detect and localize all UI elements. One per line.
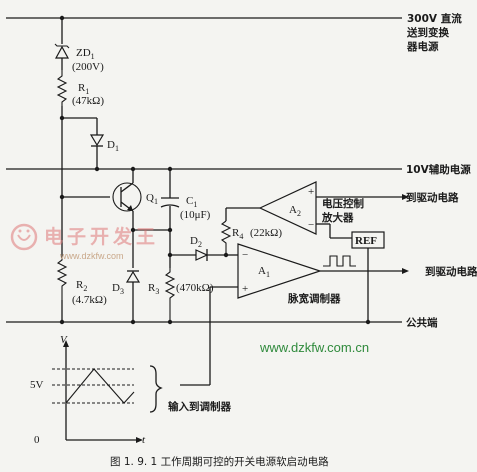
voltage-amp-label-line2: 放大器 — [321, 211, 354, 224]
svg-text:R1: R1 — [78, 82, 89, 96]
brace — [149, 365, 163, 413]
r2-label: R — [76, 279, 84, 291]
diode-d1 — [89, 118, 105, 169]
svg-text:+: + — [242, 283, 248, 295]
d2-label: D — [190, 235, 198, 247]
svg-text:R2: R2 — [76, 279, 87, 293]
svg-text:R4: R4 — [232, 227, 243, 241]
ref-label: REF — [355, 235, 377, 247]
rail-300v-label-line3: 器电源 — [406, 40, 439, 53]
resistor-r1 — [56, 70, 68, 106]
to-driver-label-2: 到驱动电路 — [425, 265, 477, 278]
d1-label: D — [107, 139, 115, 151]
svg-text:Q1: Q1 — [146, 192, 158, 206]
svg-text:A1: A1 — [258, 265, 270, 279]
resistor-r2 — [56, 255, 68, 300]
a1-label: A — [258, 265, 266, 277]
r3-value: (470kΩ) — [176, 282, 214, 294]
figure-caption: 图 1. 9. 1 工作周期可控的开关电源软启动电路 — [110, 455, 329, 468]
resistor-r4 — [220, 220, 232, 255]
opamp-a2: + − — [258, 181, 317, 235]
rail-300v-label-line1: 300V 直流 — [407, 12, 462, 25]
voltage-amp-label-line1: 电压控制 — [322, 197, 364, 210]
waveform-inset — [52, 340, 143, 443]
c1-value: (10μF) — [180, 209, 211, 221]
diode-d2 — [195, 249, 226, 261]
rail-300v-label-line2: 送到变换 — [406, 26, 449, 39]
svg-text:D3: D3 — [112, 282, 124, 296]
svg-text:ZD1: ZD1 — [76, 47, 95, 61]
svg-text:R3: R3 — [148, 282, 159, 296]
svg-text:−: − — [242, 249, 248, 261]
transistor-q1 — [112, 169, 142, 230]
zener-zd1 — [54, 43, 70, 70]
r1-value: (47kΩ) — [72, 95, 104, 107]
waveform-t-axis: t — [142, 434, 146, 446]
waveform-level: 5V — [30, 379, 44, 391]
svg-text:A2: A2 — [289, 204, 301, 218]
c1-label: C — [186, 195, 193, 207]
svg-text:D2: D2 — [190, 235, 202, 249]
opamp-a1: − + — [237, 243, 322, 299]
rail-10v-label: 10V辅助电源 — [406, 163, 471, 176]
d3-label: D — [112, 282, 120, 294]
pwm-label: 脉宽调制器 — [287, 292, 341, 305]
watermark-brand: 电子开发王 — [44, 225, 159, 248]
waveform-v-axis: V — [60, 334, 68, 346]
a2-label: A — [289, 204, 297, 216]
waveform-origin: 0 — [34, 434, 40, 446]
zd1-value: (200V) — [72, 61, 104, 73]
r4-label: R — [232, 227, 240, 239]
zd1-label: ZD — [76, 47, 91, 59]
watermark-url: www.dzkfw.com.cn — [259, 340, 369, 355]
watermark-logo — [10, 223, 38, 251]
watermark-url-small: www.dzkfw.com — [59, 251, 124, 261]
r3-label: R — [148, 282, 156, 294]
q1-label: Q — [146, 192, 154, 204]
diode-d3 — [125, 270, 141, 322]
svg-text:C1: C1 — [186, 195, 197, 209]
rail-common-label: 公共端 — [406, 316, 438, 329]
r2-value: (4.7kΩ) — [72, 294, 107, 306]
input-to-modulator-label: 输入到调制器 — [168, 400, 231, 413]
pwm-pulse-glyph — [323, 255, 356, 267]
r1-label: R — [78, 82, 86, 94]
capacitor-c1 — [160, 197, 180, 230]
r4-value: (22kΩ) — [250, 227, 282, 239]
svg-text:D1: D1 — [107, 139, 119, 153]
resistor-r3 — [164, 268, 176, 322]
svg-text:−: − — [308, 219, 314, 231]
to-driver-label-1: 到驱动电路 — [406, 191, 459, 204]
svg-text:+: + — [308, 186, 314, 198]
